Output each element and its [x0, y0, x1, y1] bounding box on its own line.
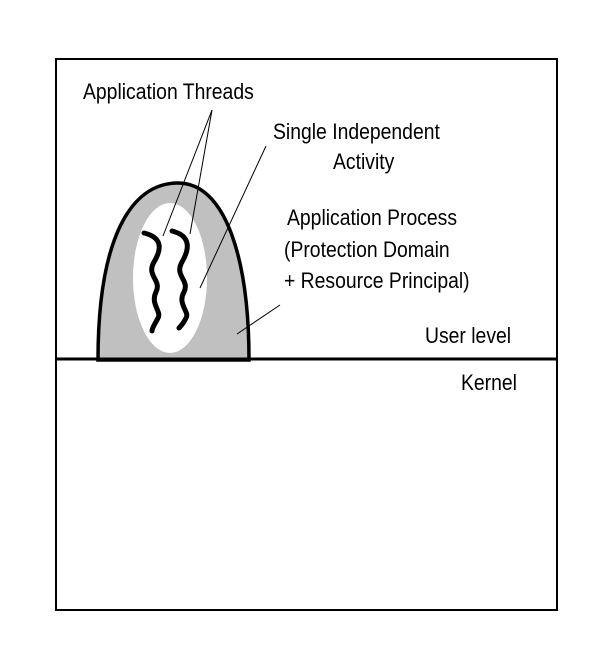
thread-1: [141, 230, 162, 334]
label-single-activity-1: Single Independent: [273, 119, 440, 144]
label-application-threads: Application Threads: [83, 79, 254, 104]
label-single-activity-2: Activity: [333, 149, 395, 174]
label-user-level: User level: [425, 323, 512, 348]
label-application-process-3: + Resource Principal): [284, 268, 470, 293]
thread-2: [169, 228, 190, 331]
activity-leader: [199, 145, 267, 289]
process-leader: [236, 304, 281, 335]
single-activity-ellipse: [133, 203, 207, 353]
label-kernel: Kernel: [461, 370, 517, 395]
system-boundary: [55, 58, 558, 611]
threads-leader-1: [162, 109, 213, 237]
label-application-process-1: Application Process: [287, 205, 458, 230]
label-application-process-2: (Protection Domain: [284, 237, 450, 262]
threads-leader-2: [189, 109, 213, 235]
